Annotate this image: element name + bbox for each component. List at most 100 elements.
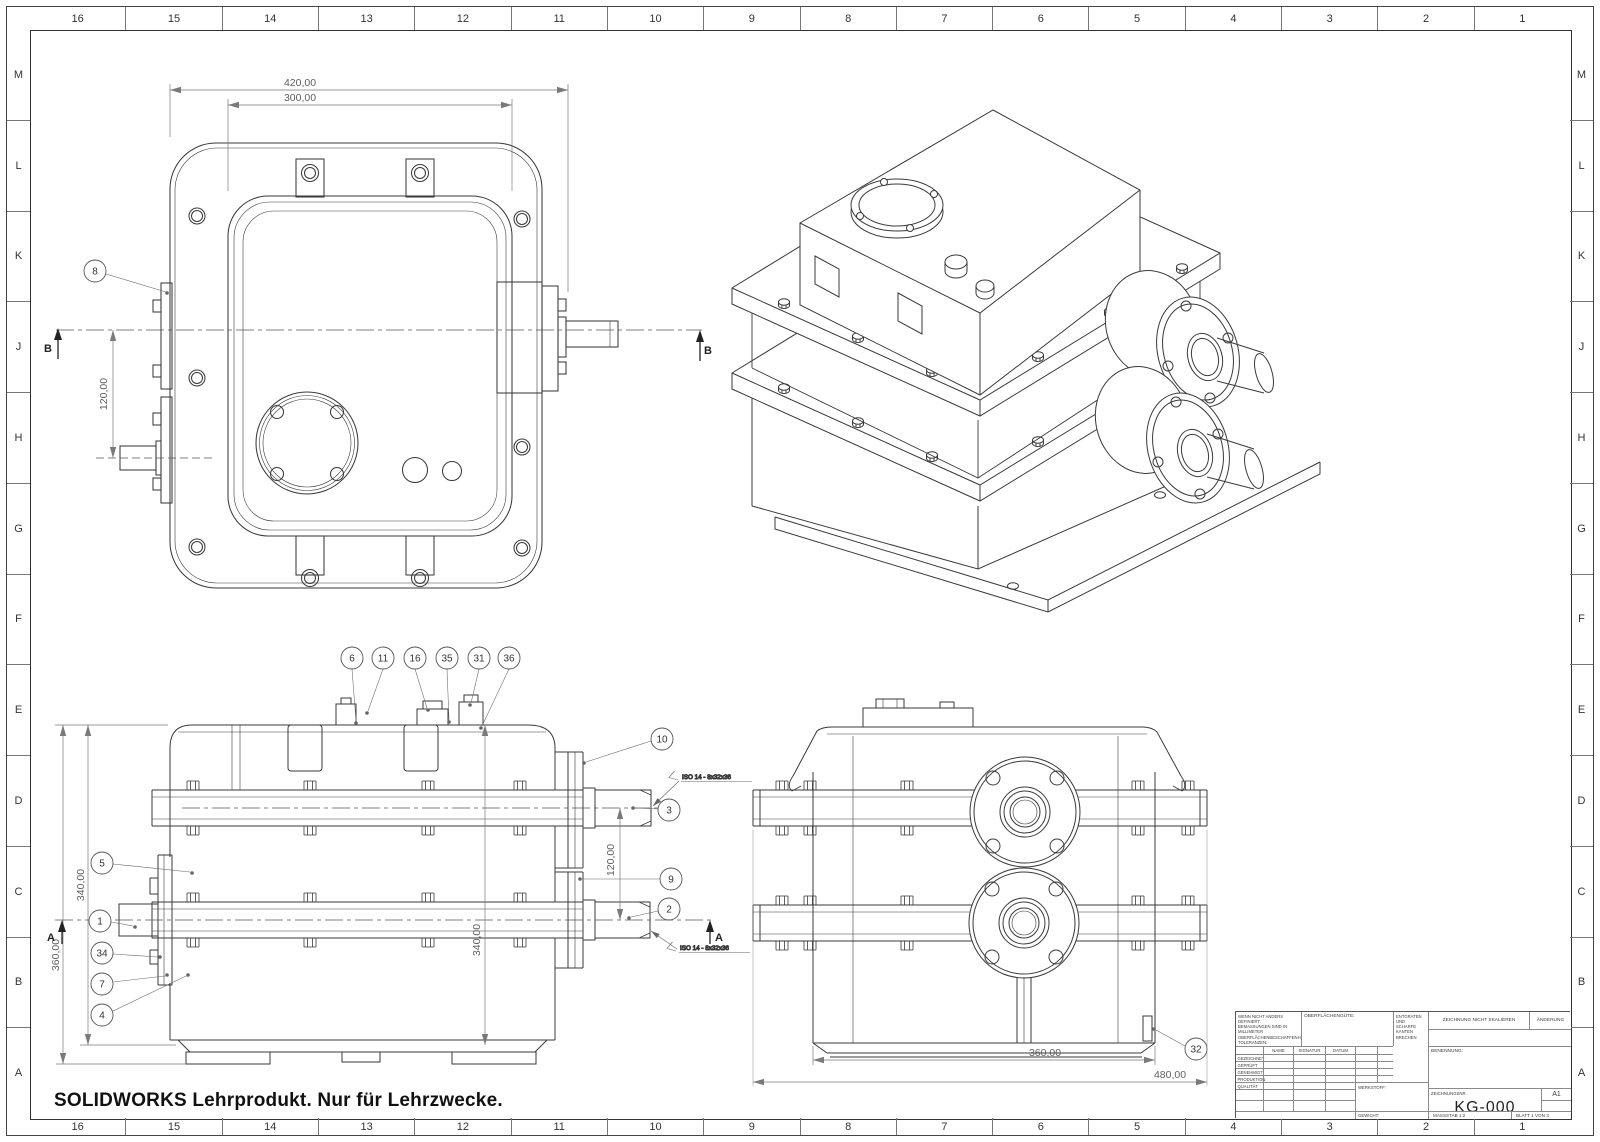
grid-column-label: 2 bbox=[1378, 1118, 1475, 1135]
grid-row-label: B bbox=[7, 938, 30, 1029]
grid-row-label: F bbox=[1570, 575, 1593, 666]
balloon-11: 11 bbox=[365, 646, 395, 715]
grid-column-label: 8 bbox=[801, 1118, 897, 1135]
grid-column-label: 12 bbox=[415, 7, 512, 30]
section-arrow-b-right: B bbox=[696, 330, 712, 361]
title-block-tolerance-notes: WENN NICHT ANDERS DEFINIERT: BEMASSUNGEN… bbox=[1236, 1012, 1301, 1046]
material-label: WERKSTOFF: bbox=[1358, 1084, 1387, 1090]
grid-row-label: J bbox=[7, 302, 30, 393]
do-not-scale-cell: ZEICHNUNG NICHT SKALIEREN bbox=[1428, 1012, 1529, 1029]
approval-row: GEZEICHNET bbox=[1236, 1054, 1393, 1061]
material-cell: WERKSTOFF: bbox=[1355, 1082, 1428, 1111]
part-title-cell: BENENNUNG: bbox=[1428, 1046, 1571, 1088]
grid-column-label: 5 bbox=[1089, 1118, 1186, 1135]
drawing-number: KG-000 bbox=[1454, 1098, 1516, 1112]
note-line: OBERFLÄCHENBESCHAFFENHEIT: bbox=[1238, 1034, 1301, 1040]
svg-text:34: 34 bbox=[96, 949, 108, 960]
svg-text:11: 11 bbox=[378, 654, 389, 665]
approval-cell bbox=[1325, 1061, 1355, 1068]
grid-column-label: 3 bbox=[1282, 1118, 1379, 1135]
front-output-shaft bbox=[496, 281, 619, 394]
dim-side-housing-height: 340,00 bbox=[55, 724, 186, 1065]
grid-column-label: 2 bbox=[1378, 7, 1475, 30]
grid-column-label: 1 bbox=[1519, 1120, 1526, 1133]
approval-cell bbox=[1263, 1054, 1293, 1061]
drawing-number-cell: ZEICHNUNGSNR. KG-000 bbox=[1428, 1088, 1541, 1111]
note-line: LINEAR: bbox=[1238, 1045, 1299, 1046]
grid-column-label: 4 bbox=[1186, 7, 1283, 30]
approval-row: GEPRÜFT bbox=[1236, 1061, 1393, 1068]
sheet-number-label: BLATT 1 VON 3 bbox=[1516, 1113, 1549, 1118]
name-column-header: NAME bbox=[1263, 1046, 1293, 1054]
iso-lower-housing bbox=[751, 357, 1201, 570]
approval-cell bbox=[1263, 1061, 1293, 1068]
section-arrow-a-left: A bbox=[47, 920, 66, 944]
svg-text:35: 35 bbox=[441, 654, 453, 665]
approval-cell bbox=[1325, 1075, 1355, 1082]
scale-cell: MASSSTAB 1:2 bbox=[1428, 1111, 1511, 1119]
svg-text:32: 32 bbox=[1190, 1045, 1202, 1056]
approval-cell bbox=[1293, 1075, 1325, 1082]
balloon-35: 35 bbox=[435, 646, 459, 724]
spline-note-upper: ISO 14 - 8x32x36 bbox=[651, 770, 752, 808]
svg-text:7: 7 bbox=[99, 980, 105, 991]
grid-row-label: G bbox=[1570, 484, 1593, 575]
iso-upper-shaft bbox=[1104, 270, 1274, 408]
svg-text:3: 3 bbox=[666, 806, 672, 817]
balloon-3: 3 bbox=[631, 798, 681, 822]
drawing-number-label: ZEICHNUNGSNR. bbox=[1431, 1090, 1467, 1096]
balloon-16: 16 bbox=[403, 646, 430, 712]
do-not-scale-label: ZEICHNUNG NICHT SKALIEREN bbox=[1442, 1018, 1516, 1023]
grid-row-label: E bbox=[1570, 665, 1593, 756]
approval-row: GENEHMIGT bbox=[1236, 1068, 1393, 1075]
balloon-31: 31 bbox=[467, 646, 491, 707]
grid-column-label: 15 bbox=[126, 1118, 223, 1135]
approval-cell bbox=[1325, 1068, 1355, 1075]
rear-lower-bearing-flange bbox=[968, 867, 1080, 979]
dim-side-inner-height: 340,00 bbox=[471, 725, 489, 1045]
approval-cell bbox=[1377, 1061, 1393, 1068]
approval-cell bbox=[1293, 1068, 1325, 1075]
rear-upper-bearing-flange bbox=[969, 756, 1081, 868]
svg-text:120,00: 120,00 bbox=[98, 378, 110, 410]
sheet-outer-border bbox=[6, 6, 1594, 1136]
approval-cell bbox=[1377, 1054, 1393, 1061]
sheet-size: A1 bbox=[1552, 1091, 1561, 1098]
approval-cell bbox=[1293, 1061, 1325, 1068]
approval-cell bbox=[1377, 1068, 1393, 1075]
balloon-8: 8 bbox=[83, 259, 169, 295]
weight-cell: GEWICHT: bbox=[1355, 1111, 1428, 1119]
side-housing-outline bbox=[169, 724, 556, 1040]
approvals-table: GEZEICHNET GEPRÜFT G bbox=[1236, 1054, 1393, 1089]
grid-column-label: 4 bbox=[1186, 1118, 1283, 1135]
front-view: 420,00 300,00 120,00 8 bbox=[44, 77, 712, 589]
grid-row-label: L bbox=[7, 121, 30, 212]
grid-column-label: 12 bbox=[415, 1118, 512, 1135]
balloon-7: 7 bbox=[90, 972, 169, 996]
note-line: BEMASSUNGEN SIND IN MILLIMETER bbox=[1238, 1024, 1288, 1035]
iso-inspection-cap bbox=[850, 178, 944, 239]
grid-column-label: 10 bbox=[608, 1118, 705, 1135]
grid-row-label: D bbox=[1570, 756, 1593, 847]
approval-row-label: GEZEICHNET bbox=[1236, 1054, 1265, 1061]
spline-note-lower: ISO 14 - 8x32x36 bbox=[649, 928, 750, 953]
grid-column-label: 9 bbox=[704, 7, 801, 30]
approval-row-label: QUALITÄT bbox=[1236, 1082, 1263, 1089]
grid-row-label: J bbox=[1570, 302, 1593, 393]
grid-row-label: L bbox=[1570, 121, 1593, 212]
dim-front-axis-offset: 120,00 bbox=[98, 330, 117, 458]
svg-text:36: 36 bbox=[503, 654, 515, 665]
grid-column-label: 13 bbox=[319, 1118, 416, 1135]
sheet-inner-frame bbox=[30, 30, 1572, 1120]
title-block: WENN NICHT ANDERS DEFINIERT: BEMASSUNGEN… bbox=[1235, 1011, 1571, 1119]
approval-row-label: GENEHMIGT bbox=[1236, 1068, 1263, 1075]
rear-view: 32 360,00 480,00 bbox=[752, 698, 1208, 1086]
svg-text:B: B bbox=[44, 343, 52, 355]
dim-side-overall-height: 360,00 bbox=[50, 725, 67, 1064]
grid-row-label: A bbox=[1577, 1067, 1586, 1080]
balloon-1: 1 bbox=[88, 909, 137, 933]
